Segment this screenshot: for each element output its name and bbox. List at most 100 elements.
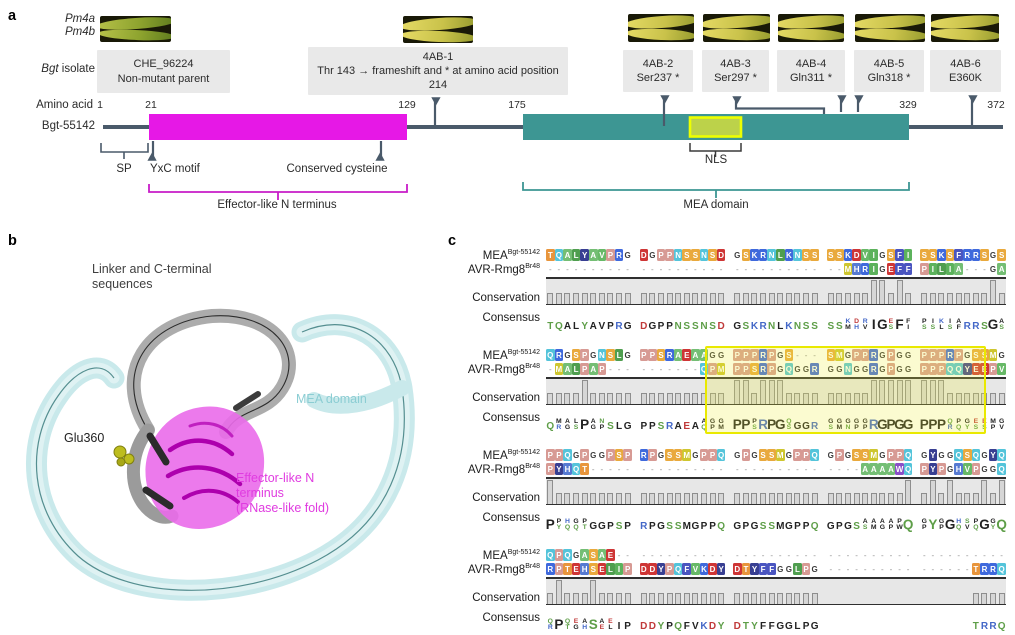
consensus-column: P	[886, 417, 896, 432]
conservation-bar	[750, 579, 759, 604]
conservation-bar	[895, 579, 904, 604]
residue-cell: -	[744, 464, 748, 474]
conservation-bar	[776, 479, 785, 504]
consensus-column: A	[674, 420, 682, 432]
residue-cell: E	[597, 563, 607, 575]
residue-cell: P	[639, 349, 649, 361]
residue-cell: A	[691, 349, 700, 361]
consensus-column	[852, 605, 861, 631]
consensus-column: P	[802, 520, 810, 532]
conservation-bar	[589, 579, 598, 604]
consensus-column	[861, 605, 870, 631]
conservation-bar	[785, 579, 794, 604]
conservation-bar	[623, 279, 632, 304]
residue-cell: -	[659, 364, 663, 374]
residue-cell: G	[598, 450, 605, 460]
residue-cell: P	[606, 449, 615, 461]
conservation-bar	[742, 279, 751, 304]
consensus-column: G	[902, 417, 914, 432]
conservation-bar	[606, 479, 615, 504]
residue-cell: -	[965, 564, 969, 574]
residue-cell: P	[606, 249, 615, 261]
conservation-bar	[700, 379, 709, 404]
consensus-column: G	[802, 420, 810, 432]
conservation-bar	[555, 279, 564, 304]
conservation-bar	[793, 479, 802, 504]
conservation-bar	[802, 579, 811, 604]
conservation-bar	[546, 379, 555, 404]
residue-cell: -	[668, 550, 671, 560]
residue-cell: -	[626, 464, 629, 474]
consensus-column: A	[589, 320, 597, 332]
residue-cell: -	[735, 464, 739, 474]
consensus-column: D	[733, 620, 741, 632]
conservation-bar	[759, 279, 768, 304]
conservation-bar	[682, 479, 691, 504]
residue-cell: G	[624, 250, 631, 260]
residue-cell: -	[770, 464, 773, 474]
consensus-column: P	[919, 417, 929, 432]
consensus-column: R	[640, 520, 648, 532]
consensus-column	[835, 605, 844, 631]
consensus-column: P	[836, 520, 843, 532]
conservation-bar	[665, 279, 674, 304]
conservation-bar	[852, 279, 861, 304]
consensus-column: D	[640, 320, 648, 332]
alpha-helix	[142, 486, 174, 510]
residue-cell: -	[668, 464, 671, 474]
residue-cell: -	[676, 550, 680, 560]
residue-cell: -	[829, 464, 833, 474]
residue-cell: -	[922, 550, 926, 560]
residue-cell: G	[802, 364, 810, 374]
residue-cell: G	[718, 350, 725, 360]
conservation-bar	[954, 379, 963, 404]
mea-domain-label: MEA domain	[296, 392, 367, 406]
residue-cell: P	[767, 349, 776, 361]
residue-cell: -	[838, 564, 841, 574]
residue-cell: Q	[563, 449, 572, 461]
consensus-column: G	[733, 320, 742, 332]
conservation-bar	[572, 479, 581, 504]
consensus-column: T	[742, 620, 749, 632]
consensus-column: P	[607, 520, 614, 532]
leaf-image	[100, 16, 171, 42]
conservation-bar	[972, 579, 981, 604]
residue-cell: Y	[656, 563, 666, 575]
mea-domain-arm	[306, 380, 410, 414]
residue-cell: H	[563, 463, 572, 475]
conservation-row	[546, 579, 1015, 604]
consensus-column: A	[691, 420, 699, 432]
residue-cell: D	[639, 563, 649, 575]
consensus-column: A	[563, 320, 572, 332]
residue-cell: L	[571, 249, 581, 261]
conservation-bar	[700, 579, 709, 604]
panel-a-letter: a	[8, 8, 17, 24]
residue-cell: A	[878, 463, 887, 475]
conservation-bar	[895, 379, 904, 404]
conservation-bar	[733, 479, 742, 504]
conservation-bar	[980, 279, 989, 304]
residue-cell: -	[846, 550, 850, 560]
residue-cell: G	[811, 564, 818, 574]
conservation-label: Conservation	[472, 592, 540, 604]
consensus-column: F	[683, 620, 690, 632]
residue-cell: R	[988, 563, 998, 575]
residue-cell: S	[835, 249, 844, 261]
residue-cell: Y	[554, 463, 564, 475]
consensus-column: S	[742, 320, 750, 332]
residue-cell: Q	[954, 449, 963, 461]
residue-cell: R	[665, 349, 674, 361]
conservation-bar	[589, 479, 598, 504]
residue-cell: -	[796, 264, 799, 274]
residue-cell: -	[813, 464, 816, 474]
